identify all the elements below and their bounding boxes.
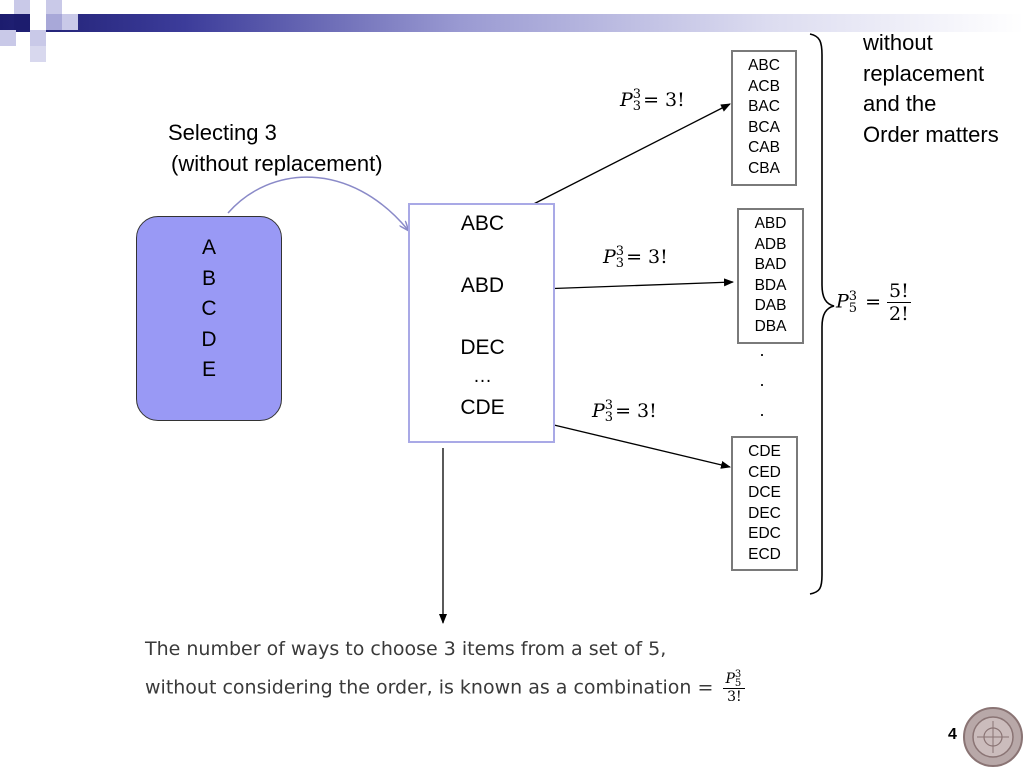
permutation: DAB (754, 297, 787, 314)
source-item: A (201, 236, 216, 259)
formula-sub: 5 (848, 300, 858, 316)
permutation: ADB (754, 235, 787, 253)
source-item: C (201, 297, 217, 320)
ellipsis-dot: . (759, 400, 765, 420)
permutation: CBA (748, 159, 780, 177)
permutation-box-cde: CDE CED DCE DEC EDC ECD (731, 436, 798, 571)
bottom-line-2-text: without considering the order, is known … (145, 676, 714, 699)
formula-p: P (836, 290, 849, 313)
formula-rhs: = 3! (643, 89, 685, 111)
note-line-1: without (863, 30, 933, 55)
permutation: DBA (754, 317, 787, 335)
formula-sup: 3 (848, 288, 858, 304)
source-item: E (201, 358, 216, 381)
permutation: DEC (748, 504, 781, 522)
permutation: CED (748, 463, 781, 481)
formula-sup: 3 (615, 244, 625, 259)
formula-rhs: = 3! (626, 246, 668, 268)
permutation: ECD (748, 545, 781, 563)
formula-p: P (603, 246, 616, 268)
formula-sub: 3 (632, 99, 642, 114)
bottom-line-2: without considering the order, is known … (145, 669, 746, 705)
source-item: D (201, 327, 217, 351)
curved-selection-arrow (227, 176, 408, 230)
note-text: without replacement and the Order matter… (863, 28, 999, 150)
selection-item: ABC (460, 212, 505, 235)
permutation: BAC (748, 98, 780, 115)
arrow-abc (511, 103, 731, 216)
note-line-4: Order matters (863, 121, 999, 147)
permutation-box-abd: ABD ADB BAD BDA DAB DBA (737, 208, 804, 344)
selection-item: CDE (460, 396, 505, 419)
source-set-list: A B C D E (186, 233, 232, 386)
ellipsis-dot: . (759, 340, 765, 360)
right-brace (809, 33, 835, 595)
formula-p: P (592, 400, 605, 422)
selecting-line-2: (without replacement) (171, 151, 383, 176)
permutation: BCA (748, 118, 780, 136)
permutation: CAB (748, 139, 780, 156)
selection-item: ABD (460, 274, 505, 297)
formula-sup: 3 (632, 87, 642, 102)
permutation: EDC (748, 525, 781, 542)
permutation: BAD (754, 256, 787, 273)
selection-item: DEC (460, 336, 505, 359)
header-gradient-bar (0, 14, 1024, 32)
permutation: DCE (748, 484, 781, 501)
selection-box (408, 203, 555, 443)
fraction-denominator: 2! (889, 303, 909, 325)
source-set-box (136, 216, 282, 421)
formula-eq: = (865, 290, 881, 313)
note-line-2: replacement (863, 60, 985, 86)
formula-p: P (620, 89, 633, 111)
permutation: CDE (748, 443, 781, 460)
formula-rhs: = 3! (615, 400, 657, 422)
selecting-label: Selecting 3 (without replacement) (168, 117, 383, 179)
permutation: BDA (754, 276, 787, 294)
permutation: ACB (748, 77, 780, 95)
math-circle-seal (962, 706, 1024, 768)
permutation-box-abc: ABC ACB BAC BCA CAB CBA (731, 50, 797, 186)
selecting-line-1: Selecting 3 (168, 120, 277, 145)
fraction-numerator: 5! (887, 280, 911, 303)
ellipsis-dot: . (759, 370, 765, 390)
selection-item: … (473, 366, 492, 387)
formula-sub: 3 (615, 256, 625, 271)
bottom-line-1: The number of ways to choose 3 items fro… (145, 638, 667, 660)
header-logo-squares (0, 0, 80, 62)
formula-sup: 3 (734, 669, 742, 680)
source-item: B (201, 266, 216, 290)
note-line-3: and the (863, 91, 937, 116)
permutation: ABC (748, 57, 780, 74)
formula-p: P (725, 671, 735, 687)
formula-fraction: 5!2! (887, 280, 911, 325)
page-number: 4 (948, 726, 957, 743)
formula-sub: 5 (734, 678, 742, 689)
fraction-denominator: 3! (727, 689, 742, 705)
permutation: ABD (754, 215, 787, 232)
formula-sup: 3 (604, 398, 614, 413)
formula-sub: 3 (604, 410, 614, 425)
